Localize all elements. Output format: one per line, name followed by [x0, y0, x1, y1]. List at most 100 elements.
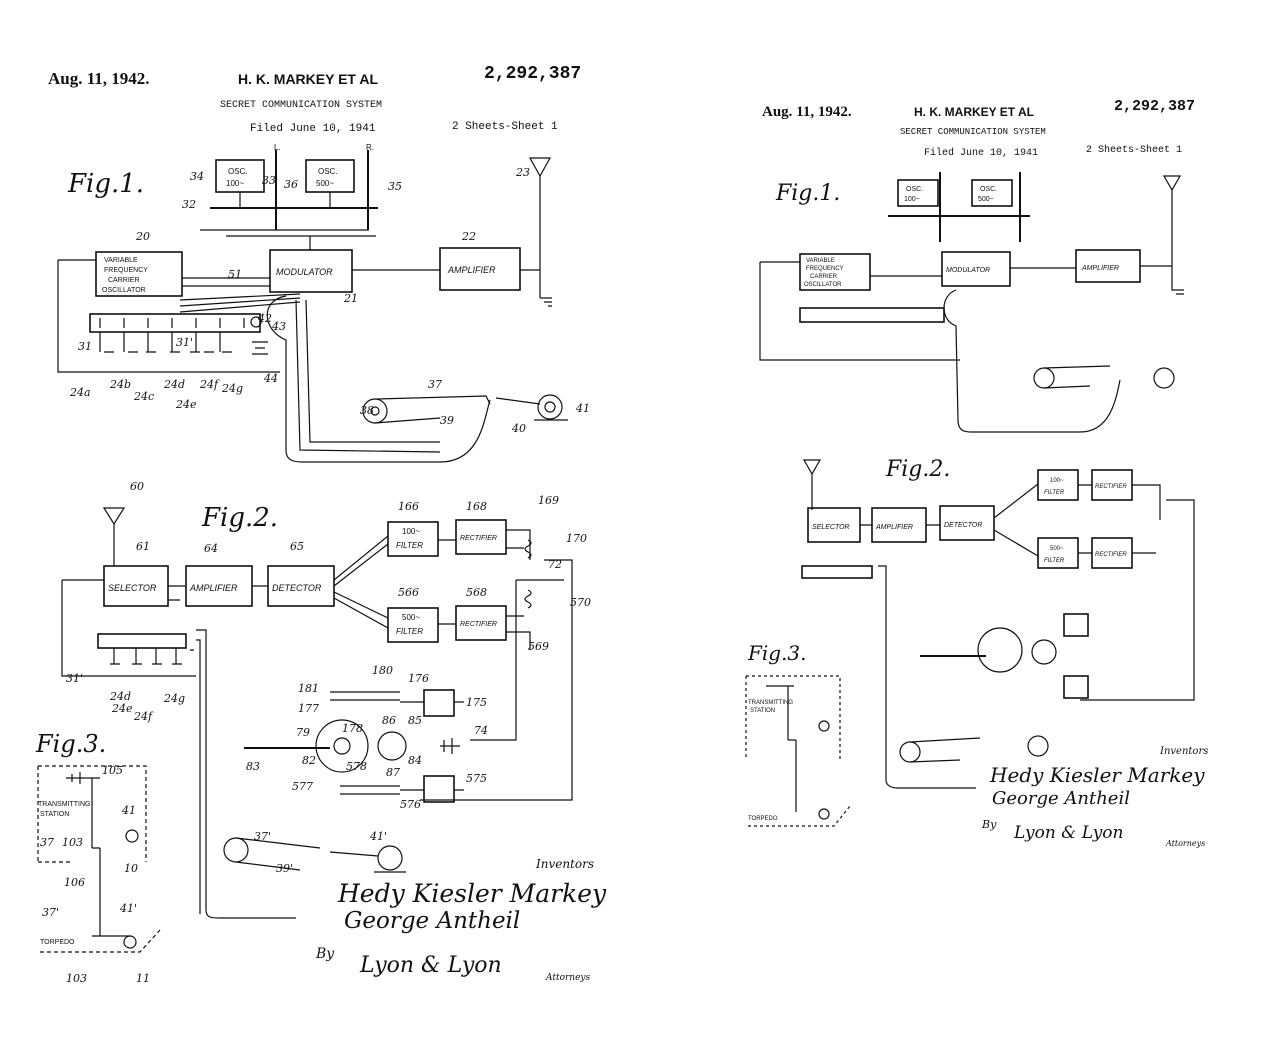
header-patent-number: 2,292,387 — [484, 64, 581, 84]
pawls — [330, 691, 400, 795]
right-attorney-signature: Lyon & Lyon — [1013, 823, 1124, 843]
filter-100-label-2: FILTER — [396, 541, 423, 550]
osc-100-label-1: OSC. — [228, 167, 248, 176]
fig3-ref-37-prime: 37' — [42, 906, 59, 919]
ref-569: 569 — [528, 640, 549, 653]
cond-24a: 24a — [69, 386, 91, 399]
right-inventor-signature-2: George Antheil — [992, 788, 1130, 809]
torpedo-outline — [40, 929, 161, 953]
filter-500-box — [387, 607, 439, 643]
ref-21: 21 — [343, 292, 358, 305]
control-cable — [266, 295, 491, 463]
ref-82: 82 — [302, 754, 316, 767]
fig1-diagram: OSC. 100~ OSC. 500~ VARIABLE FREQUENCY C… — [57, 150, 568, 463]
ref-177: 177 — [298, 702, 319, 715]
rectifier-wiring — [438, 529, 531, 650]
ref-570: 570 — [570, 596, 591, 609]
right-filter-500-label-2: FILTER — [1044, 558, 1065, 564]
solenoid-links — [400, 701, 464, 791]
ref-178: 178 — [342, 722, 363, 735]
ref-43: 43 — [271, 320, 286, 333]
right-tape-fig2 — [909, 737, 981, 763]
fig2-cond-24f: 24f — [133, 710, 154, 723]
right-selector-label: SELECTOR — [812, 524, 850, 531]
ref-166: 166 — [398, 500, 419, 513]
header-sheets: 2 Sheets-Sheet 1 — [452, 121, 558, 133]
fig3-wiring — [66, 772, 130, 937]
right-solenoid-575 — [1063, 675, 1089, 699]
ref-566: 566 — [398, 586, 419, 599]
right-vfo-label-4: OSCILLATOR — [804, 282, 842, 288]
osc-100-label-2: 100~ — [226, 179, 244, 188]
rectifier-2-label: RECTIFIER — [460, 621, 497, 628]
amplifier-label: AMPLIFIER — [447, 265, 496, 275]
right-osc-100-box — [897, 179, 939, 207]
right-vfo-label-1: VARIABLE — [806, 258, 835, 264]
fig2-condensers — [110, 648, 182, 665]
amplifier-box — [439, 247, 521, 291]
solenoid-175 — [423, 689, 455, 717]
ref-37: 37 — [428, 378, 442, 391]
right-fig2-chain — [860, 483, 1039, 557]
ref-35: 35 — [388, 180, 402, 193]
ref-84: 84 — [408, 754, 422, 767]
right-vfo-label-2: FREQUENCY — [806, 266, 844, 272]
fig2-condenser-bank — [97, 633, 187, 649]
right-modulator-label: MODULATOR — [946, 267, 990, 274]
motor-41-fig3 — [125, 829, 139, 843]
ref-41: 41 — [575, 402, 590, 415]
ref-40: 40 — [511, 422, 526, 435]
ref-31: 31 — [78, 340, 92, 353]
right-rectifier-1-label: RECTIFIER — [1095, 484, 1127, 490]
ref-38: 38 — [360, 404, 374, 417]
header-inventor: H. K. MARKEY ET AL — [238, 71, 378, 87]
ref-34: 34 — [190, 170, 204, 183]
right-antenna — [1010, 175, 1184, 295]
right-filter-100-label-1: 100~ — [1050, 478, 1064, 484]
tape-reel-fig2 — [223, 837, 249, 863]
right-relay-wiring — [1078, 484, 1195, 701]
ref-86: 86 — [382, 714, 396, 727]
vfo-label-2: FREQUENCY — [104, 267, 148, 274]
bank-contacts — [99, 318, 245, 328]
filter-500-label-2: FILTER — [396, 627, 423, 636]
patent-sheet-right: Aug. 11, 1942. H. K. MARKEY ET AL 2,292,… — [640, 0, 1282, 1047]
ref-22: 22 — [461, 230, 476, 243]
ref-578: 578 — [346, 760, 367, 773]
relay-outputs — [420, 559, 573, 801]
right-solenoid-175 — [1063, 613, 1089, 637]
right-vfo-box — [799, 253, 871, 291]
ref-39: 39 — [440, 414, 454, 427]
ref-44: 44 — [263, 372, 278, 385]
right-fig2-cable — [878, 565, 976, 789]
battery-74 — [440, 738, 460, 754]
motor-shaft — [495, 397, 568, 421]
ref-168: 168 — [466, 500, 487, 513]
ref-577: 577 — [292, 780, 313, 793]
ref-51: 51 — [228, 268, 242, 281]
right-transmitting-label-1: TRANSMITTING — [748, 700, 793, 706]
ref-61: 61 — [136, 540, 150, 553]
osc-500-label-1: OSC. — [318, 167, 338, 176]
right-osc-500-label-1: OSC. — [980, 186, 997, 193]
inventors-label: Inventors — [535, 857, 594, 871]
right-condenser-bank — [799, 307, 945, 323]
transmitting-label-2: STATION — [40, 811, 69, 818]
right-fig2-amplifier-label: AMPLIFIER — [875, 524, 913, 531]
right-attorneys-label: Attorneys — [1165, 839, 1205, 848]
ref-169: 169 — [538, 494, 559, 507]
right-fig3-wiring — [766, 685, 797, 812]
ref-41-prime: 41' — [369, 830, 387, 843]
right-motor-fig2 — [1027, 735, 1049, 757]
ref-R: R. — [366, 143, 374, 152]
right-fig3-motor-prime — [818, 808, 830, 820]
ref-181: 181 — [298, 682, 319, 695]
patent-sheet-left: Aug. 11, 1942. H. K. MARKEY ET AL 2,292,… — [0, 0, 640, 1047]
fig3-ref-105: 105 — [102, 764, 123, 777]
tape-37 — [374, 395, 491, 424]
right-vfo-label-3: CARRIER — [810, 274, 838, 280]
gear-86 — [377, 731, 407, 761]
antenna-60 — [102, 507, 126, 566]
right-fig1-diagram: OSC. 100~ OSC. 500~ VARIABLE FREQUENCY C… — [759, 172, 1184, 433]
right-transmitting-outline — [745, 675, 841, 760]
